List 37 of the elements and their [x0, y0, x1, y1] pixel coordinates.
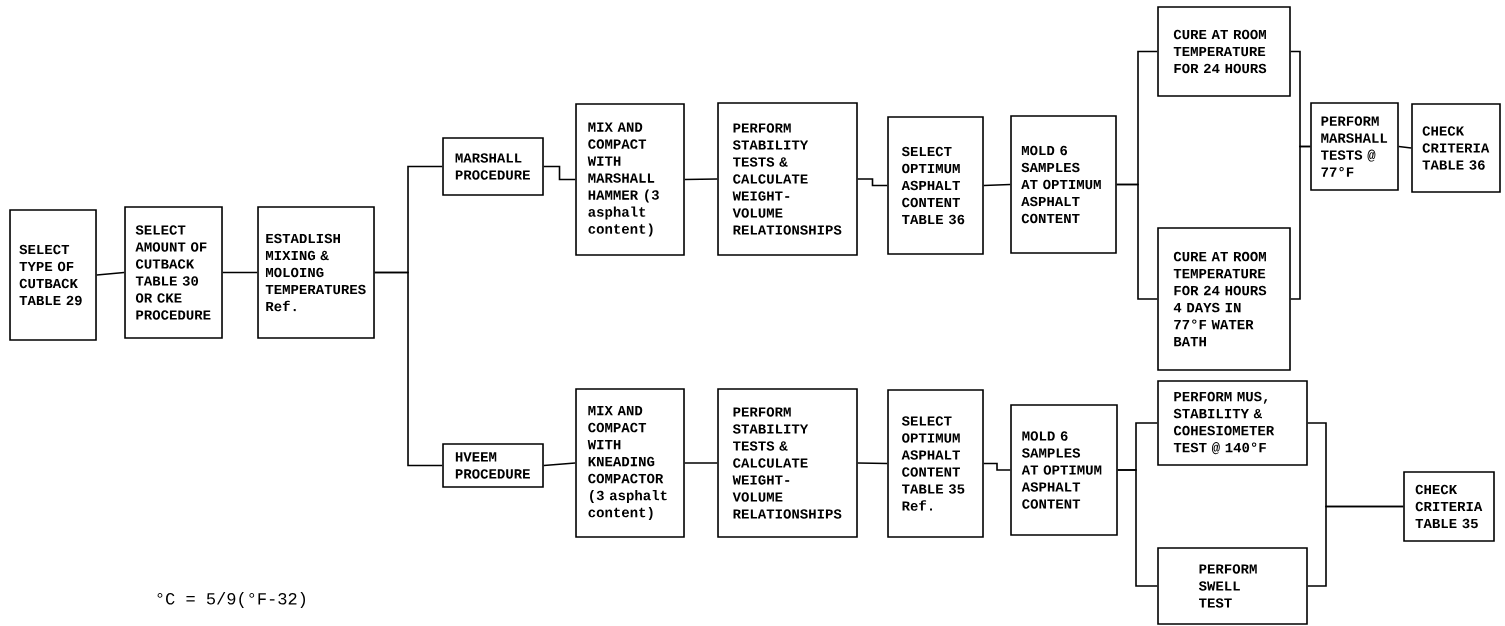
- process-box: PERFORM MUS, STABILITY & COHESIOMETER TEST @ 140°F: [1157, 380, 1308, 466]
- connector-line: [857, 462, 888, 465]
- process-box: CHECK CRITERIA TABLE 36: [1411, 103, 1501, 193]
- process-box: ESTADLISH MIXING & MOLOING TEMPERATURES Ref.: [257, 206, 375, 339]
- process-box: MIX AND COMPACT WITH MARSHALL HAMMER (3 asphalt content): [575, 103, 685, 256]
- process-box: CURE AT ROOM TEMPERATURE FOR 24 HOURS 4 DAYS IN 77°F WATER BATH: [1157, 227, 1291, 371]
- connector-line: [96, 271, 125, 276]
- process-box: SELECT TYPE OF CUTBACK TABLE 29: [9, 209, 97, 341]
- connector-line: [1398, 145, 1412, 149]
- process-box: SELECT AMOUNT OF CUTBACK TABLE 30 OR CKE PROCEDURE: [124, 206, 223, 339]
- formula-note: °C = 5/9(°F-32): [157, 592, 305, 608]
- process-box: PERFORM STABILITY TESTS & CALCULATE WEIGHT- VOLUME RELATIONSHIPS: [717, 388, 858, 538]
- process-box: MOLD 6 SAMPLES AT OPTIMUM ASPHALT CONTENT: [1010, 404, 1118, 536]
- process-box: SELECT OPTIMUM ASPHALT CONTENT TABLE 35 Ref.: [887, 389, 984, 538]
- process-box: PERFORM SWELL TEST: [1157, 547, 1308, 625]
- connector-line: [1307, 505, 1404, 587]
- process-box: PERFORM MARSHALL TESTS @ 77°F: [1310, 102, 1399, 191]
- process-box: MIX AND COMPACT WITH KNEADING COMPACTOR (3 asphalt content): [575, 388, 685, 538]
- connector-line: [684, 462, 718, 464]
- connector-line: [857, 178, 888, 187]
- connector-line: [1117, 469, 1158, 587]
- process-box: CHECK CRITERIA TABLE 35: [1403, 471, 1495, 542]
- connector-line: [543, 165, 576, 181]
- connector-line: [1290, 145, 1311, 300]
- process-box: SELECT OPTIMUM ASPHALT CONTENT TABLE 36: [887, 116, 984, 255]
- process-box: HVEEM PROCEDURE: [442, 443, 544, 488]
- connector-line: [222, 271, 258, 274]
- connector-line: [983, 183, 1011, 187]
- process-box: CURE AT ROOM TEMPERATURE FOR 24 HOURS: [1157, 6, 1291, 97]
- connector-line: [684, 178, 718, 181]
- process-box: MOLD 6 SAMPLES AT OPTIMUM ASPHALT CONTENT: [1010, 115, 1117, 254]
- connector-line: [983, 462, 1011, 471]
- process-box: MARSHALL PROCEDURE: [442, 137, 544, 196]
- process-box: PERFORM STABILITY TESTS & CALCULATE WEIGHT- VOLUME RELATIONSHIPS: [717, 102, 858, 256]
- connector-line: [374, 271, 443, 467]
- connector-line: [1116, 183, 1158, 300]
- connector-line: [543, 462, 576, 467]
